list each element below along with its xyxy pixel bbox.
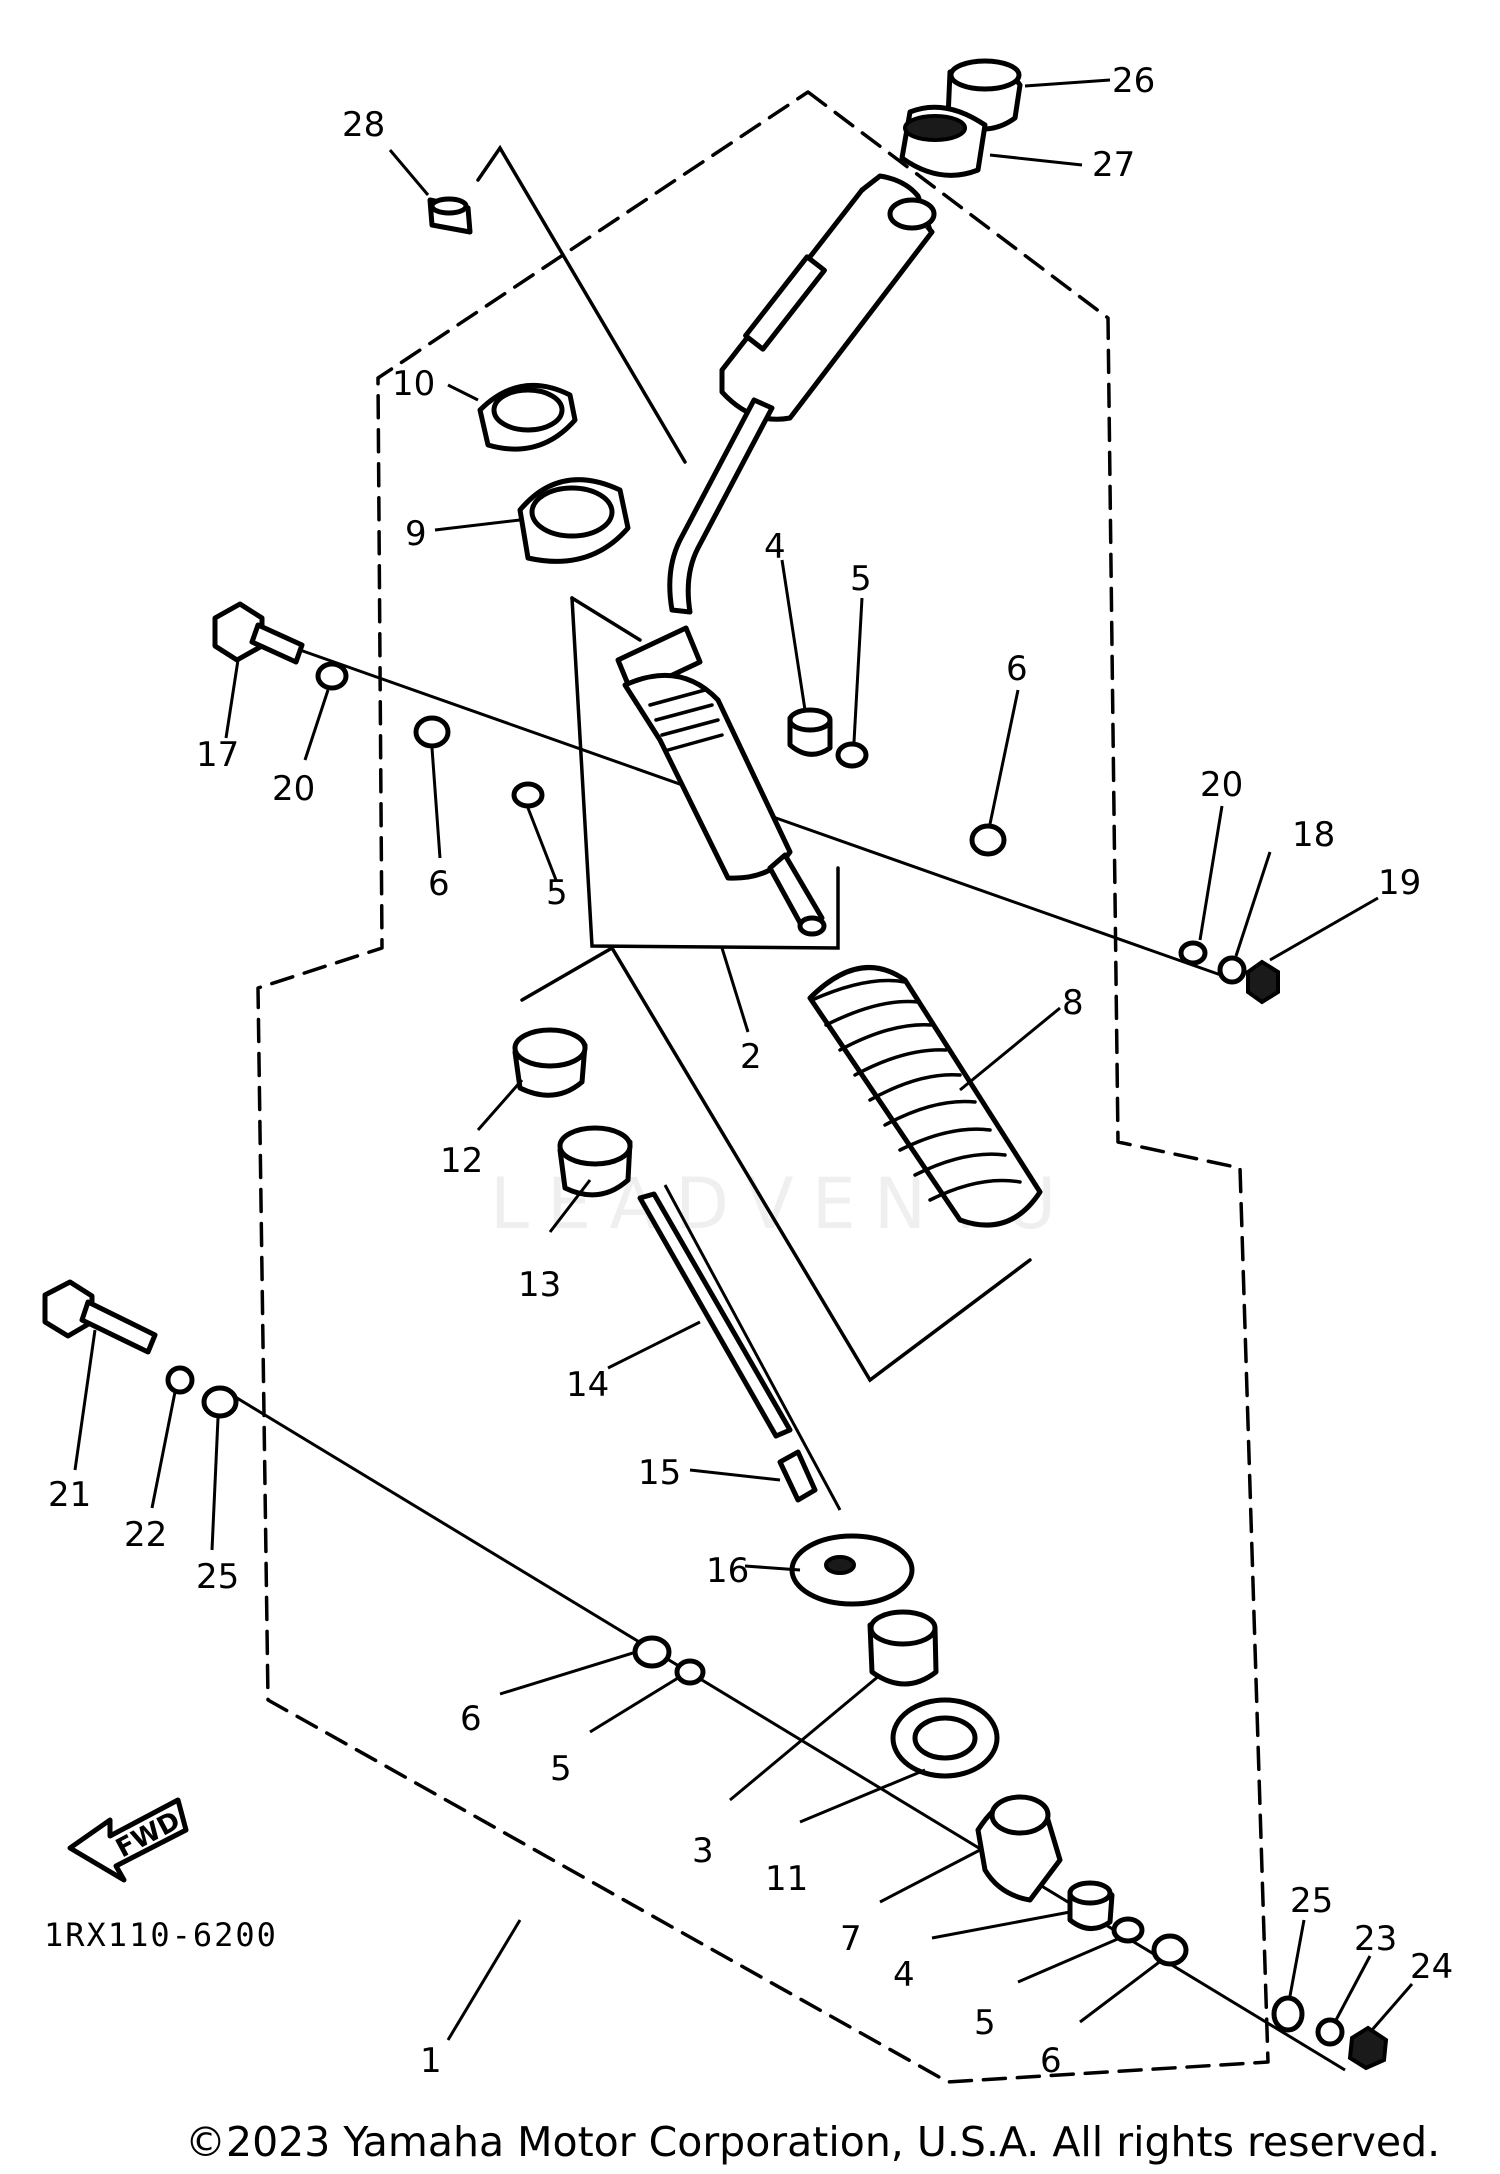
callout-18: 18 (1292, 815, 1335, 855)
callout-8: 8 (1062, 983, 1084, 1023)
part-9-ring-nut (517, 477, 631, 564)
part-16-plate (789, 1533, 915, 1607)
part-6-collar-lower-left (632, 1635, 672, 1669)
part-6-collar-lower-right (1151, 1933, 1189, 1967)
callout-4-lower: 4 (893, 1955, 915, 1995)
callout-16: 16 (706, 1551, 749, 1591)
part-23-washer (1315, 2017, 1345, 2047)
callout-2: 2 (740, 1037, 762, 1077)
callout-6-upper-left: 6 (428, 864, 450, 904)
leader-lines (73, 78, 1414, 2041)
part-7-clevis (975, 1794, 1063, 1903)
callout-20-left: 20 (272, 769, 315, 809)
part-20-washer-left (315, 661, 349, 691)
callout-21: 21 (48, 1475, 91, 1515)
callout-5-upper-right: 5 (850, 559, 872, 599)
callout-1: 1 (420, 2041, 442, 2081)
callout-14: 14 (566, 1365, 609, 1405)
part-5-seal-lower-left (674, 1658, 706, 1686)
part-8-spring (807, 965, 1043, 1228)
callout-10: 10 (392, 364, 435, 404)
part-10-ring-nut (477, 382, 578, 452)
part-18-washer (1217, 955, 1247, 985)
part-20-washer-right (1178, 940, 1208, 966)
assembly-2-outline-top (570, 596, 642, 642)
part-25-collar-right (1271, 1995, 1305, 2033)
spring-axis (663, 1184, 842, 1511)
callout-numbers: 26 27 28 10 9 4 5 6 17 20 6 5 20 18 19 2… (48, 61, 1453, 2081)
part-13-bump-stop (557, 1125, 633, 1198)
callout-5-lower-right: 5 (974, 2003, 996, 2043)
part-3-bushing (867, 1609, 939, 1687)
part-28-bushing (427, 196, 473, 235)
callout-13: 13 (518, 1265, 561, 1305)
callout-3: 3 (692, 1831, 714, 1871)
part-25-collar-left (201, 1385, 239, 1419)
part-5-seal-upper-right (835, 741, 869, 769)
callout-15: 15 (638, 1453, 681, 1493)
drawing-code: 1RX110-6200 (44, 1916, 278, 1954)
callout-9: 9 (405, 514, 427, 554)
callout-22: 22 (124, 1515, 167, 1555)
callout-23: 23 (1354, 1919, 1397, 1959)
part-22-washer (165, 1365, 195, 1395)
callout-24: 24 (1410, 1947, 1453, 1987)
part-4-collar-upper (787, 707, 833, 757)
part-15-pin (777, 1449, 818, 1503)
callout-20-right: 20 (1200, 765, 1243, 805)
lower-bolt-axis (231, 1393, 1346, 2072)
part-6-collar-upper-left (413, 715, 451, 749)
callout-17: 17 (196, 735, 239, 775)
part-12-bump-stop (512, 1027, 588, 1098)
callout-4-upper: 4 (764, 527, 786, 567)
part-27-bushing (899, 104, 988, 178)
callout-6-lower-right: 6 (1040, 2041, 1062, 2081)
callout-25-left: 25 (196, 1557, 239, 1597)
bushing-28-bracket (476, 144, 687, 464)
part-17-bolt (212, 601, 305, 665)
part-14-push-rod (637, 1191, 793, 1439)
callout-5-upper-left: 5 (546, 873, 568, 913)
reservoir-hose (667, 397, 775, 615)
part-24-nut (1347, 2025, 1389, 2071)
callout-7: 7 (840, 1919, 862, 1959)
callout-11: 11 (765, 1859, 808, 1899)
callout-12: 12 (440, 1141, 483, 1181)
part-5-seal-lower-right (1111, 1916, 1145, 1944)
assembly-2-outline (570, 596, 840, 950)
part-reservoir (719, 173, 937, 422)
spring-group-outline (520, 945, 1032, 1383)
part-6-collar-upper-right (969, 823, 1007, 857)
callout-6-upper-right: 6 (1006, 649, 1028, 689)
callout-27: 27 (1092, 145, 1135, 185)
callout-6-lower-left: 6 (460, 1699, 482, 1739)
fwd-arrow-icon: FWD (67, 1797, 189, 1883)
part-21-bolt (42, 1279, 158, 1355)
part-11-seal (890, 1697, 1000, 1779)
callout-28: 28 (342, 105, 385, 145)
callout-5-lower-left: 5 (550, 1749, 572, 1789)
part-19-nut (1246, 959, 1280, 1005)
part-4-collar-lower (1067, 1880, 1115, 1931)
callout-25-right: 25 (1290, 1881, 1333, 1921)
copyright-notice: ©2023 Yamaha Motor Corporation, U.S.A. A… (185, 2118, 1441, 2166)
callout-19: 19 (1378, 863, 1421, 903)
part-5-seal-upper-left (511, 781, 545, 809)
part-2-shock-body (615, 625, 827, 937)
callout-26: 26 (1112, 61, 1155, 101)
assembly-1-outline (256, 90, 1270, 2084)
